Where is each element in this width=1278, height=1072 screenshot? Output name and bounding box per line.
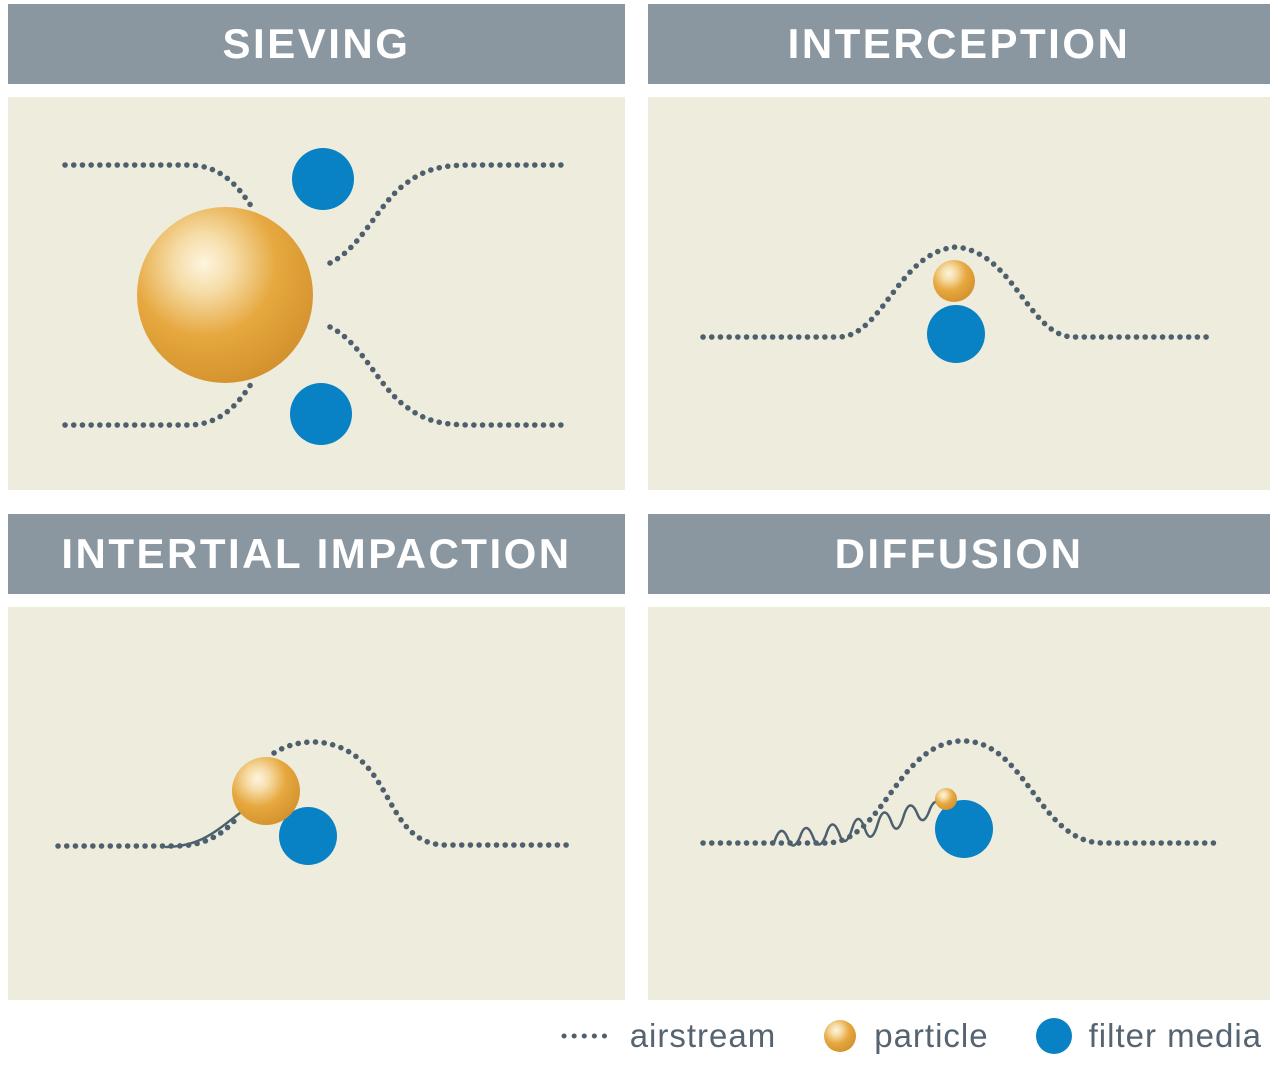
legend-label: particle [874, 1017, 989, 1054]
particle-sphere [232, 757, 300, 825]
legend-label: airstream [629, 1017, 777, 1054]
panel-interception: INTERCEPTION [648, 4, 1270, 490]
panel-inertial-impaction-header: INTERTIAL IMPACTION [8, 514, 625, 594]
legend-item-particle: particle [822, 1017, 988, 1055]
filter-media-circle-bottom [290, 383, 352, 445]
orange-sphere-icon [824, 1020, 857, 1052]
panel-sieving: SIEVING [8, 4, 625, 490]
panel-sieving-canvas [8, 97, 625, 490]
sieving-diagram [62, 148, 569, 445]
airstream-top-right [327, 162, 569, 266]
panel-inertial-impaction-canvas [8, 607, 625, 1000]
panel-sieving-header: SIEVING [8, 4, 625, 84]
legend-label: filter media [1088, 1017, 1262, 1054]
panel-diffusion-canvas [648, 607, 1270, 1000]
particle-sphere-large [137, 207, 313, 383]
airstream-line [700, 738, 1219, 846]
panel-title: SIEVING [222, 20, 411, 67]
airstream-left [55, 816, 239, 849]
particle-sphere-small [935, 788, 957, 810]
filter-media-circle [279, 807, 337, 865]
panel-diffusion: DIFFUSION [648, 514, 1270, 1000]
diffusion-diagram [700, 738, 1219, 858]
airstream-over-bump [271, 739, 571, 848]
particle-trajectory-line [164, 811, 242, 849]
airstream-line [700, 244, 1217, 340]
airstream-bottom-right [327, 324, 569, 428]
panel-title: INTERCEPTION [787, 20, 1131, 67]
panel-diffusion-header: DIFFUSION [648, 514, 1270, 594]
legend: airstream particle filter media [0, 1000, 1278, 1072]
panel-inertial-impaction: INTERTIAL IMPACTION [8, 514, 625, 1000]
panel-title: DIFFUSION [834, 530, 1084, 577]
airstream-top-left [62, 162, 256, 212]
interception-diagram [700, 244, 1217, 363]
legend-item-filter-media: filter media [1035, 1017, 1262, 1055]
mechanism-grid: SIEVING INTERCEPTION [8, 4, 1270, 1000]
panel-title: INTERTIAL IMPACTION [61, 530, 572, 577]
brownian-motion-line [772, 800, 943, 847]
filter-media-circle [935, 800, 993, 858]
particle-sphere [933, 260, 975, 302]
blue-circle-icon [1035, 1018, 1072, 1054]
inertial-impaction-diagram [55, 739, 571, 865]
airstream-bottom-left [62, 378, 256, 428]
filter-media-circle-top [292, 148, 354, 210]
dotted-line-icon [561, 1033, 613, 1039]
filter-media-circle [927, 305, 985, 363]
legend-item-airstream: airstream [560, 1017, 777, 1055]
panel-interception-canvas [648, 97, 1270, 490]
panel-interception-header: INTERCEPTION [648, 4, 1270, 84]
